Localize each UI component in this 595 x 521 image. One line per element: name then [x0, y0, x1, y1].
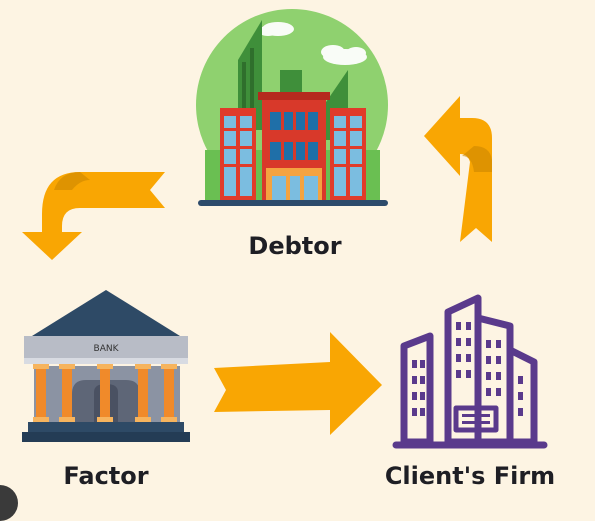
- arrow-client-to-debtor: [424, 96, 492, 242]
- client-firm-label: Client's Firm: [384, 462, 556, 490]
- factor-label: Factor: [63, 462, 149, 490]
- cycle-diagram: BANK: [22, 9, 548, 449]
- debtor-building-icon: [196, 9, 388, 206]
- arrow-debtor-to-factor: [22, 172, 165, 260]
- office-towers-icon: [392, 294, 548, 449]
- arrow-factor-to-client: [214, 332, 382, 435]
- bank-sign-text: BANK: [94, 344, 120, 354]
- bank-icon: BANK: [22, 290, 190, 442]
- debtor-label: Debtor: [248, 232, 342, 260]
- office-windows: [412, 322, 523, 424]
